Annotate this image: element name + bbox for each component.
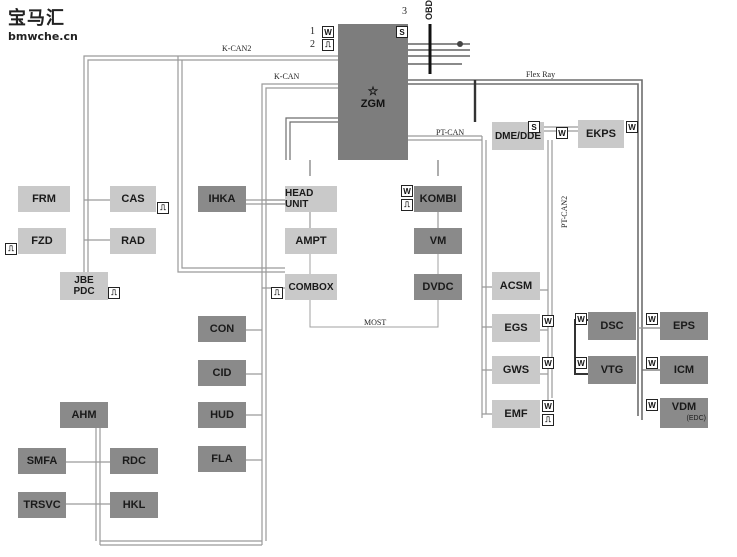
s-tag: S [528, 121, 540, 133]
label-k-can: K-CAN [274, 72, 300, 81]
label-num-1: 1 [310, 26, 315, 37]
smfa-module: SMFA [18, 448, 66, 474]
cas-module: CAS [110, 186, 156, 212]
trsvc-module: TRSVC [18, 492, 66, 518]
watermark-site: bmwche.cn [8, 30, 78, 43]
emf-module: EMF [492, 400, 540, 428]
label-num-3: 3 [402, 6, 407, 17]
wake-line-icon: ⎍ [271, 287, 283, 299]
wake-line-icon: ⎍ [322, 39, 334, 51]
wake-w-tag: W [626, 121, 638, 133]
con-module: CON [198, 316, 246, 342]
s-tag: S [396, 26, 408, 38]
wake-line-icon: ⎍ [542, 414, 554, 426]
wake-line-icon: ⎍ [108, 287, 120, 299]
wake-line-icon: ⎍ [5, 243, 17, 255]
vm-module: VM [414, 228, 462, 254]
wake-w-tag: W [575, 357, 587, 369]
wake-w-tag: W [646, 357, 658, 369]
wake-w-tag: W [542, 315, 554, 327]
wake-w-tag: W [542, 357, 554, 369]
wake-w-tag: W [556, 127, 568, 139]
eps-module: EPS [660, 312, 708, 340]
wake-w-tag: W [542, 400, 554, 412]
wake-line-icon: ⎍ [401, 199, 413, 211]
label-num-2: 2 [310, 39, 315, 50]
rad-module: RAD [110, 228, 156, 254]
egs-module: EGS [492, 314, 540, 342]
star-icon: ☆ [367, 84, 379, 98]
dvdc-module: DVDC [414, 274, 462, 300]
head-unit-module: HEAD UNIT [285, 186, 337, 212]
rdc-module: RDC [110, 448, 158, 474]
label-k-can2: K-CAN2 [222, 44, 252, 53]
fla-module: FLA [198, 446, 246, 472]
frm-module: FRM [18, 186, 70, 212]
label-obd: OBD [424, 0, 434, 20]
acsm-module: ACSM [492, 272, 540, 300]
hkl-module: HKL [110, 492, 158, 518]
gws-module: GWS [492, 356, 540, 384]
vdm-module: VDM (EDC) [660, 398, 708, 428]
label-pt-can2: PT-CAN2 [560, 195, 569, 228]
pdc-label: PDC [73, 286, 95, 297]
ampt-module: AMPT [285, 228, 337, 254]
zgm-module: ☆ ZGM [338, 24, 408, 160]
wake-w-tag: W [646, 399, 658, 411]
vtg-module: VTG [588, 356, 636, 384]
ihka-module: IHKA [198, 186, 246, 212]
wake-w-tag: W [322, 26, 334, 38]
kombi-module: KOMBI [414, 186, 462, 212]
ekps-module: EKPS [578, 120, 624, 148]
hud-module: HUD [198, 402, 246, 428]
wake-line-icon: ⎍ [157, 202, 169, 214]
jbe-label: JBE [74, 275, 94, 286]
wake-w-tag: W [646, 313, 658, 325]
cid-module: CID [198, 360, 246, 386]
zgm-label: ZGM [360, 98, 386, 110]
label-most: MOST [364, 318, 387, 327]
ahm-module: AHM [60, 402, 108, 428]
combox-module: COMBOX [285, 274, 337, 300]
dsc-module: DSC [588, 312, 636, 340]
label-flex-ray: Flex Ray [526, 70, 556, 79]
label-pt-can: PT-CAN [436, 128, 465, 137]
wake-w-tag: W [401, 185, 413, 197]
wake-w-tag: W [575, 313, 587, 325]
vdm-sub-label: (EDC) [686, 415, 706, 422]
fzd-module: FZD [18, 228, 66, 254]
watermark-logo: 宝马汇 [8, 8, 65, 29]
vdm-label: VDM [671, 401, 697, 413]
jbe-pdc-module: JBE PDC [60, 272, 108, 300]
icm-module: ICM [660, 356, 708, 384]
